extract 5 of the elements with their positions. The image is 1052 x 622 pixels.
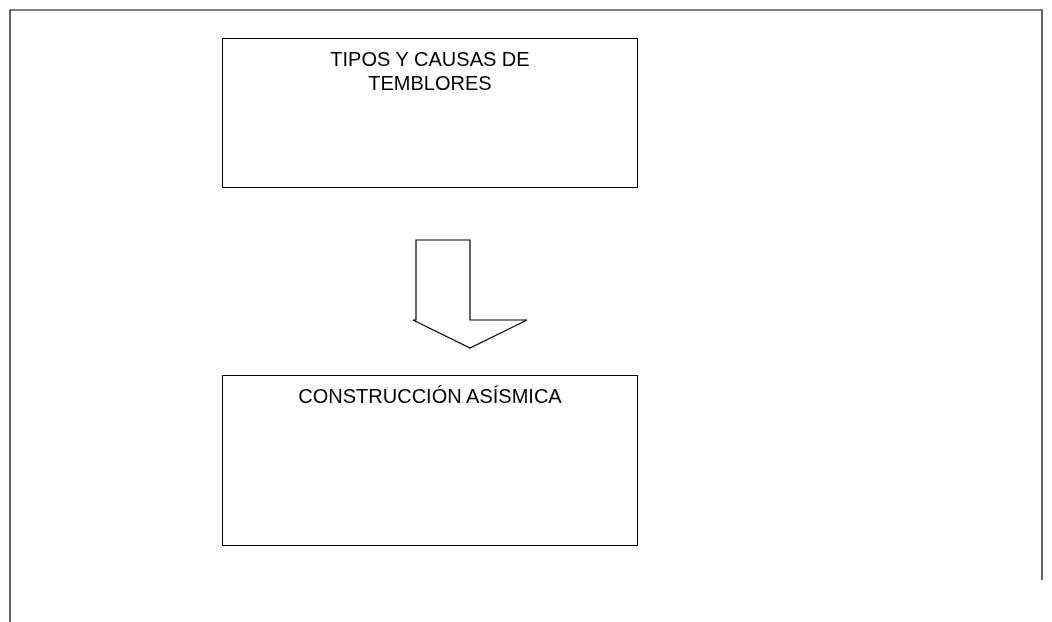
block-arrow bbox=[412, 239, 528, 349]
box-title: TIPOS Y CAUSAS DE TEMBLORES bbox=[329, 47, 531, 95]
process-box bbox=[222, 38, 638, 188]
process-box bbox=[222, 375, 638, 546]
box-title: CONSTRUCCIÓN ASÍSMICA bbox=[298, 384, 562, 408]
